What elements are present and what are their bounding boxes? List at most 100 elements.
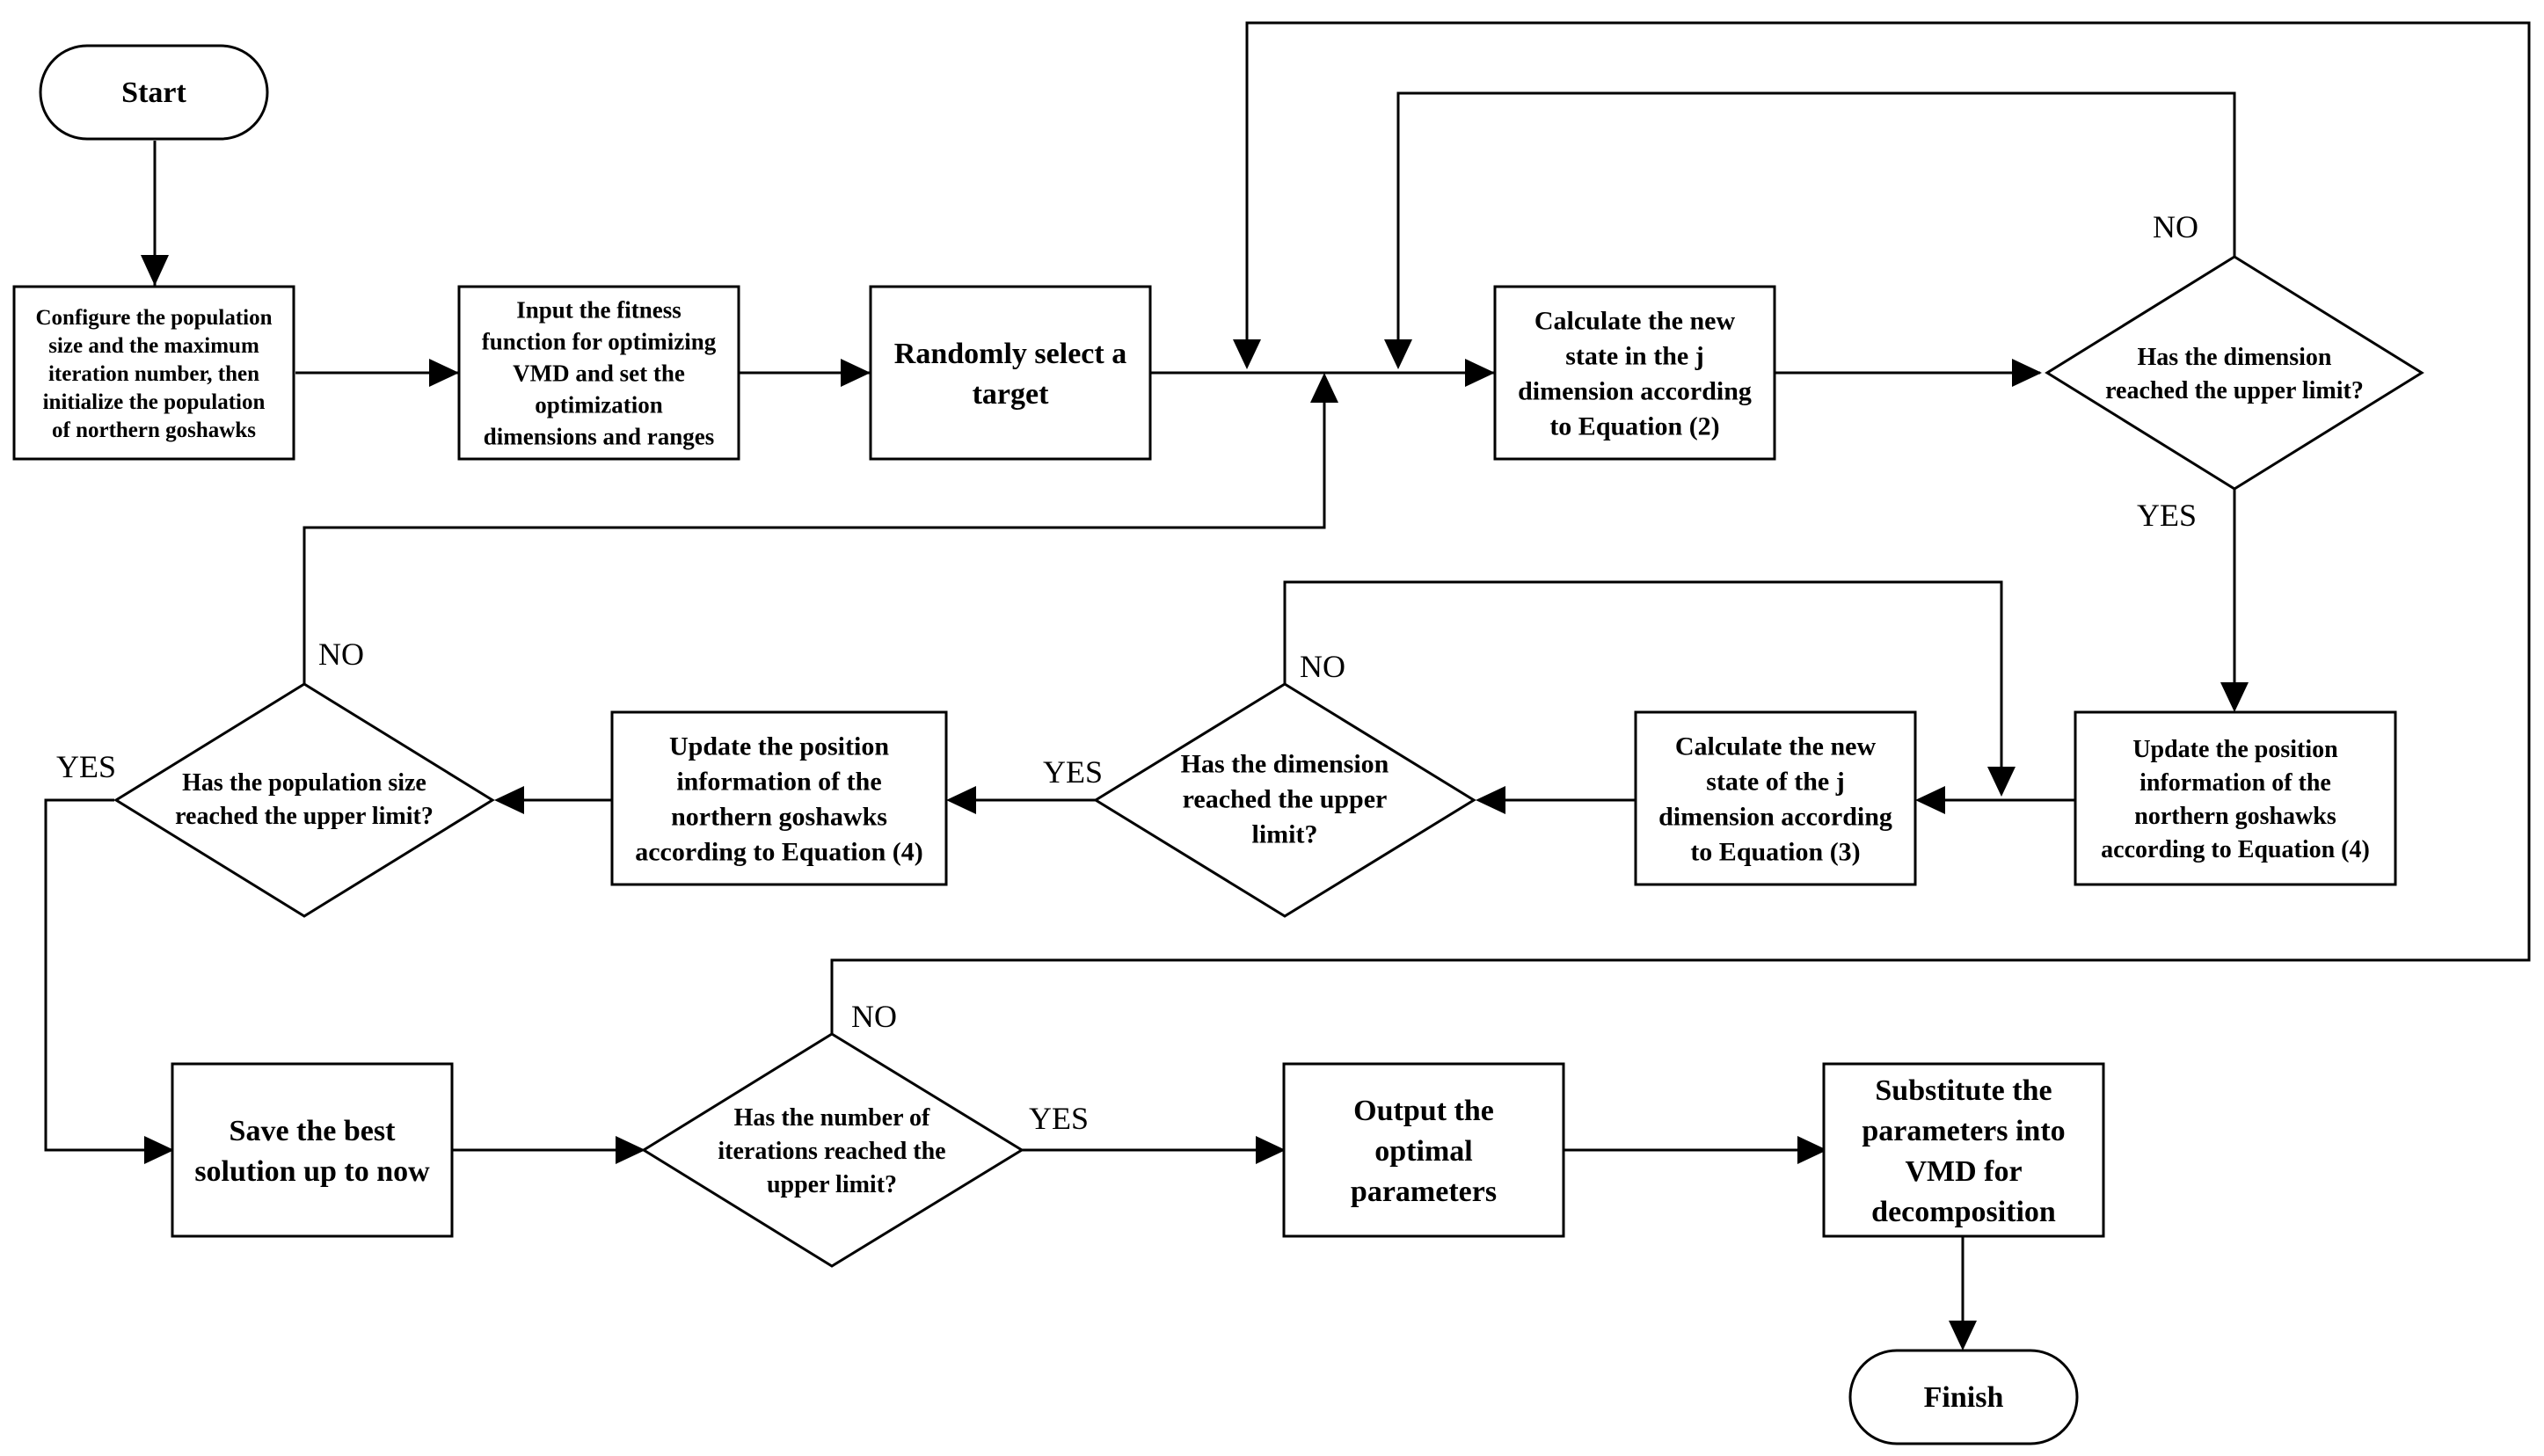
update-position-right-label: Update the position information of the nor…	[2101, 736, 2370, 863]
label-line: VMD and set the	[513, 360, 685, 386]
label-line: reached the upper limit?	[175, 803, 434, 830]
label-line: limit?	[1252, 820, 1318, 849]
label-line: dimension according	[1518, 377, 1752, 406]
arrowhead-left-pop	[494, 786, 524, 814]
iteration-limit-decision: Has the number of iterations reached the u…	[641, 1032, 1024, 1268]
label-line: Output the	[1353, 1095, 1494, 1127]
label-line: reached the upper limit?	[2105, 377, 2364, 404]
start-label: Start	[121, 76, 186, 109]
calc-eq3-label: Calculate the new state of the j dimension…	[1658, 732, 1892, 867]
label-line: according to Equation (4)	[635, 838, 923, 867]
connectors	[44, 21, 2531, 1335]
edge-dim1-no-loop	[1396, 91, 2236, 362]
label-line: to Equation (2)	[1549, 412, 1719, 441]
label-line: information of the	[676, 768, 881, 797]
calc-eq3-process: Calculate the new state of the j dimension…	[1634, 710, 1917, 886]
label-line: parameters	[1351, 1176, 1497, 1208]
finish-label: Finish	[1924, 1381, 2004, 1414]
label-line: initialize the population	[43, 390, 266, 414]
output-parameters-label: Output the optimal parameters	[1351, 1095, 1497, 1208]
label-line: reached the upper	[1183, 785, 1388, 814]
dim-limit-1-label: Has the dimension reached the upper limit…	[2105, 344, 2364, 404]
arrowhead-down-loop-dim2	[1987, 767, 2016, 797]
input-fitness-label: Input the fitness function for optimizing…	[482, 296, 717, 449]
arrowhead-up-loop-pop	[1310, 373, 1338, 403]
label-line: solution up to now	[194, 1155, 430, 1188]
label-line: VMD for	[1905, 1155, 2022, 1188]
label-line: iteration number, then	[48, 362, 259, 386]
dim-limit-1-no-label: NO	[2153, 209, 2198, 244]
label-line: optimization	[535, 391, 663, 418]
label-line: Calculate the new	[1675, 732, 1877, 761]
arrowheads	[141, 255, 2249, 1350]
label-line: information of the	[2139, 769, 2331, 797]
calc-eq2-process: Calculate the new state in the j dimension…	[1493, 285, 1776, 461]
population-limit-no-label: NO	[318, 637, 364, 672]
dim-limit-2-decision: Has the dimension reached the upper limit?	[1093, 682, 1476, 918]
label-line: upper limit?	[767, 1171, 897, 1198]
label-line: state of the j	[1706, 768, 1844, 797]
label-line: iterations reached the	[718, 1138, 945, 1165]
label-line: according to Equation (4)	[2101, 836, 2370, 863]
label-line: optimal	[1374, 1135, 1472, 1168]
dim-limit-2-no-label: NO	[1300, 649, 1345, 684]
label-line: Configure the population	[35, 306, 272, 330]
label-line: Has the dimension	[1181, 750, 1389, 779]
update-position-right-process: Update the position information of the nor…	[2074, 710, 2397, 886]
edge-pop-yes	[44, 798, 158, 1152]
arrowhead-left-update-mid	[946, 786, 976, 814]
arrowhead-down-update-right	[2220, 682, 2249, 712]
label-line: Update the position	[2132, 736, 2338, 763]
label-line: function for optimizing	[482, 328, 717, 354]
label-line: northern goshawks	[2134, 803, 2336, 830]
dim-limit-2-label: Has the dimension reached the upper limit?	[1181, 750, 1389, 849]
arrowhead-left-calc3	[1915, 786, 1945, 814]
finish-terminator: Finish	[1848, 1349, 2079, 1445]
label-line: Input the fitness	[516, 296, 682, 323]
start-terminator: Start	[39, 44, 269, 141]
output-parameters-process: Output the optimal parameters	[1282, 1062, 1565, 1238]
dim-limit-1-decision: Has the dimension reached the upper limit…	[2045, 255, 2424, 491]
label-line: northern goshawks	[671, 803, 887, 832]
iteration-limit-no-label: NO	[851, 999, 897, 1034]
label-line: state in the j	[1565, 342, 1703, 371]
arrowhead-down-finish	[1949, 1321, 1977, 1350]
arrowhead-down-configure	[141, 255, 169, 286]
arrowhead-down-loop-dim1	[1384, 339, 1412, 369]
edge-labels: NO YES NO YES NO YES NO YES	[56, 209, 2198, 1136]
label-line: parameters into	[1862, 1115, 2065, 1147]
arrowhead-right-input	[429, 359, 459, 387]
edge-pop-no-loop	[303, 389, 1326, 684]
label-line: dimensions and ranges	[484, 423, 715, 449]
label-line: of northern goshawks	[52, 419, 256, 442]
arrowhead-right-substitute	[1797, 1136, 1827, 1164]
update-position-mid-process: Update the position information of the nor…	[610, 710, 948, 886]
iteration-limit-yes-label: YES	[1029, 1101, 1089, 1136]
arrowhead-right-dim1	[2012, 359, 2042, 387]
input-fitness-process: Input the fitness function for optimizing…	[457, 285, 740, 461]
label-line: Calculate the new	[1534, 307, 1736, 336]
label-line: Update the position	[669, 732, 889, 761]
label-line: dimension according	[1658, 803, 1892, 832]
arrowhead-right-save	[144, 1136, 174, 1164]
label-line: Substitute the	[1875, 1074, 2052, 1107]
label-line: decomposition	[1871, 1196, 2056, 1228]
label-line: Has the dimension	[2138, 344, 2332, 371]
edge-iter-no-loop	[830, 21, 2531, 1034]
label-line: Has the number of	[734, 1104, 930, 1132]
iteration-limit-label: Has the number of iterations reached the u…	[718, 1104, 945, 1198]
label-line: Randomly select a	[894, 338, 1126, 370]
arrowhead-left-dim2	[1476, 786, 1505, 814]
dim-limit-2-yes-label: YES	[1043, 754, 1103, 790]
population-limit-yes-label: YES	[56, 749, 116, 784]
dim-limit-1-yes-label: YES	[2137, 498, 2197, 533]
